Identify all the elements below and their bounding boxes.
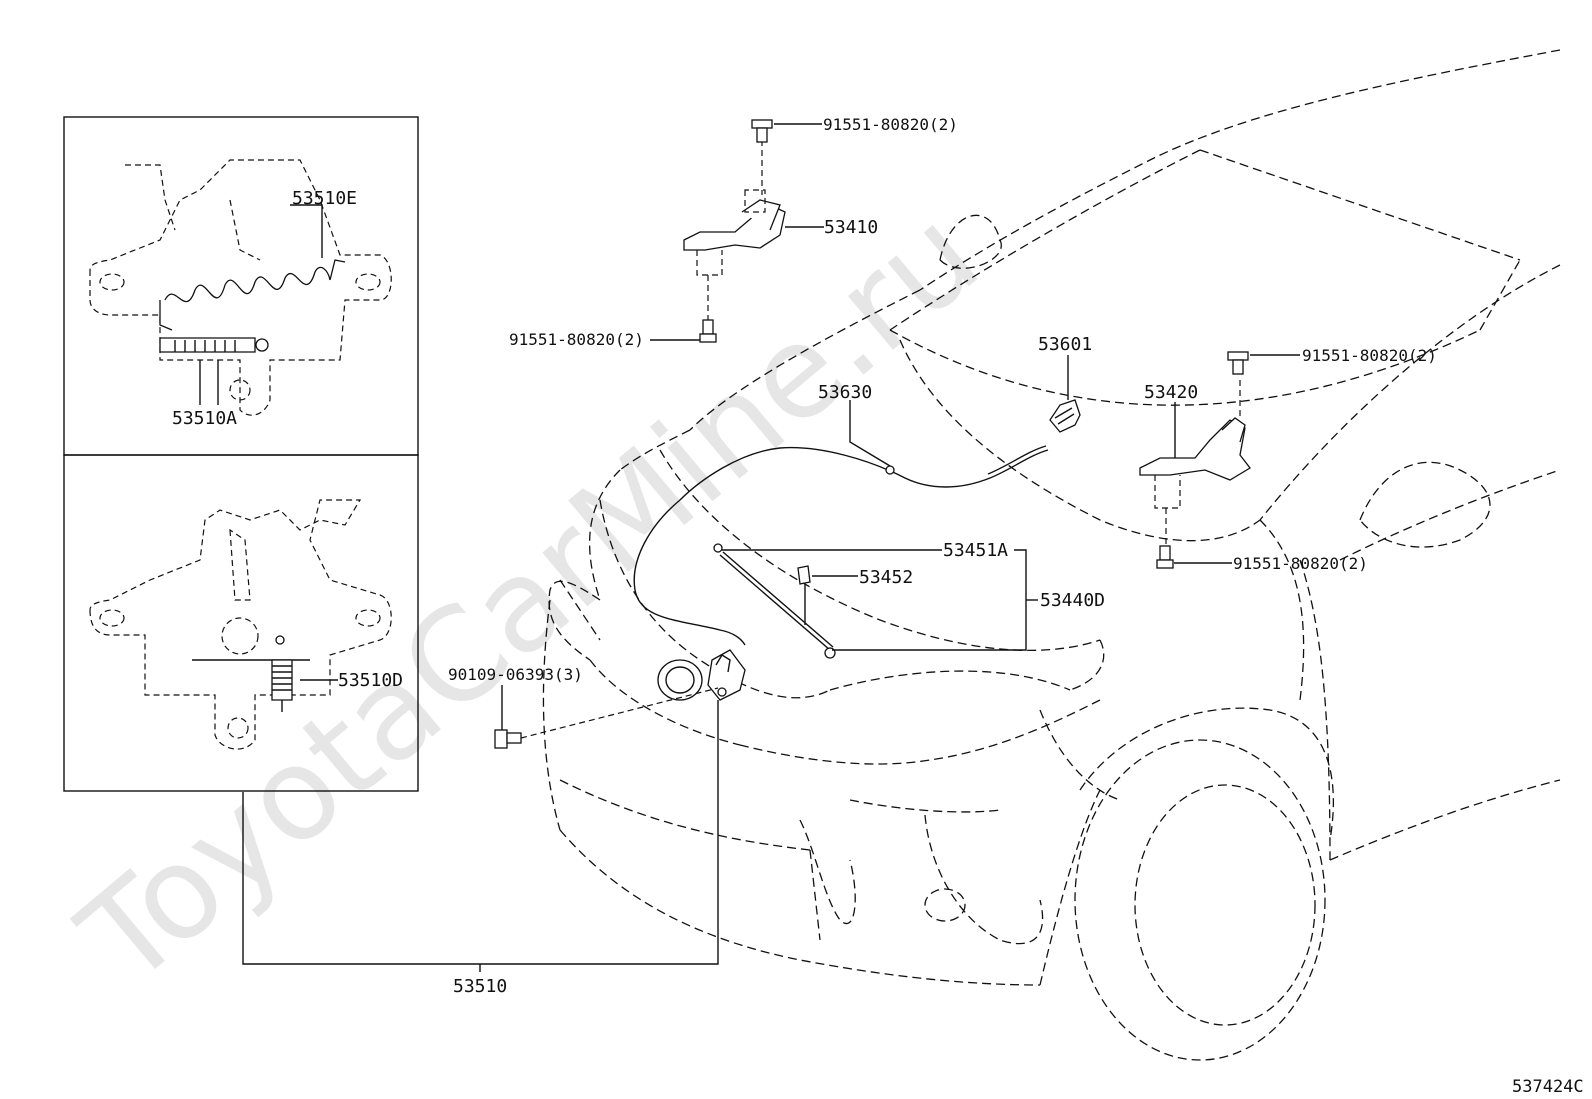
hood-lock-detail-upper <box>89 159 392 416</box>
latch-bolt-axis <box>520 687 719 739</box>
hood-lock-on-car <box>657 649 746 701</box>
leader-53630 <box>849 400 891 467</box>
rod-holder-53452 <box>797 565 811 625</box>
label-53510: 53510 <box>453 976 507 997</box>
label-53451A: 53451A <box>943 540 1008 561</box>
car-outline <box>542 49 1561 1061</box>
inset-frame <box>63 116 419 792</box>
leader-53510A <box>199 360 219 405</box>
label-53440D: 53440D <box>1040 590 1105 611</box>
latch-bolt <box>494 729 522 749</box>
hood-support-rod <box>713 543 836 659</box>
label-bolt-left: 91551-80820(2) <box>509 330 644 349</box>
label-53510A: 53510A <box>172 408 237 429</box>
label-bolt-right-bottom: 91551-80820(2) <box>1233 554 1368 573</box>
label-53410: 53410 <box>824 217 878 238</box>
document-number: 537424C <box>1512 1077 1584 1097</box>
label-53452: 53452 <box>859 567 913 588</box>
leader-53510E <box>290 204 323 258</box>
hood-hinge-left <box>683 119 786 343</box>
label-53630: 53630 <box>818 382 872 403</box>
release-cable-53630 <box>633 445 1049 646</box>
label-53420: 53420 <box>1144 382 1198 403</box>
release-lever-53601 <box>1049 399 1081 433</box>
hood-lock-detail-lower <box>89 499 392 750</box>
inset-box-lower <box>63 454 419 792</box>
label-bolt-latch: 90109-06393(3) <box>448 665 583 684</box>
inset-box-upper <box>63 116 419 456</box>
hood-hinge-right <box>1139 351 1251 569</box>
label-bolt-right-top: 91551-80820(2) <box>1302 346 1437 365</box>
leader-53440D <box>832 549 1027 651</box>
label-53510E: 53510E <box>292 188 357 209</box>
label-53601: 53601 <box>1038 334 1092 355</box>
label-bolt-top: 91551-80820(2) <box>823 115 958 134</box>
watermark-text: ToyotaCarMine.ru <box>53 181 1006 1015</box>
label-53510D: 53510D <box>338 670 403 691</box>
